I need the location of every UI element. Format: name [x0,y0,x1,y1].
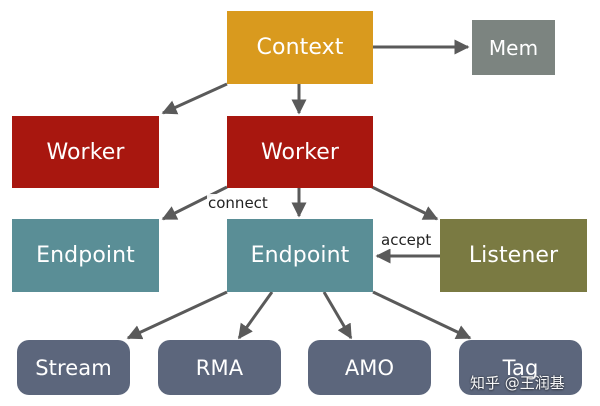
amo-node: AMO [308,340,431,395]
listener-node: Listener [440,219,587,292]
edge-endpoint-to-tag [372,290,472,340]
edge-endpoint-to-rma [237,291,274,340]
edge-context-to-left-worker [161,82,228,115]
worker-node-left: Worker [12,116,159,188]
mem-node: Mem [472,20,555,75]
endpoint-node-left: Endpoint [12,219,159,292]
connect-label: connect [207,194,269,212]
rma-node: RMA [158,340,281,395]
edge-endpoint-to-stream [126,290,228,340]
edge-endpoint-to-amo [322,291,353,340]
context-node: Context [227,11,373,84]
endpoint-node-center: Endpoint [227,219,373,292]
tag-node: Tag [459,340,582,395]
edge-center-worker-to-left-endpoint [161,185,228,221]
stream-node: Stream [17,340,130,395]
edge-center-worker-to-listener [371,185,439,221]
accept-label: accept [380,231,433,249]
watermark-text: 知乎 @王润基 [470,374,565,392]
worker-node-center: Worker [227,116,373,188]
